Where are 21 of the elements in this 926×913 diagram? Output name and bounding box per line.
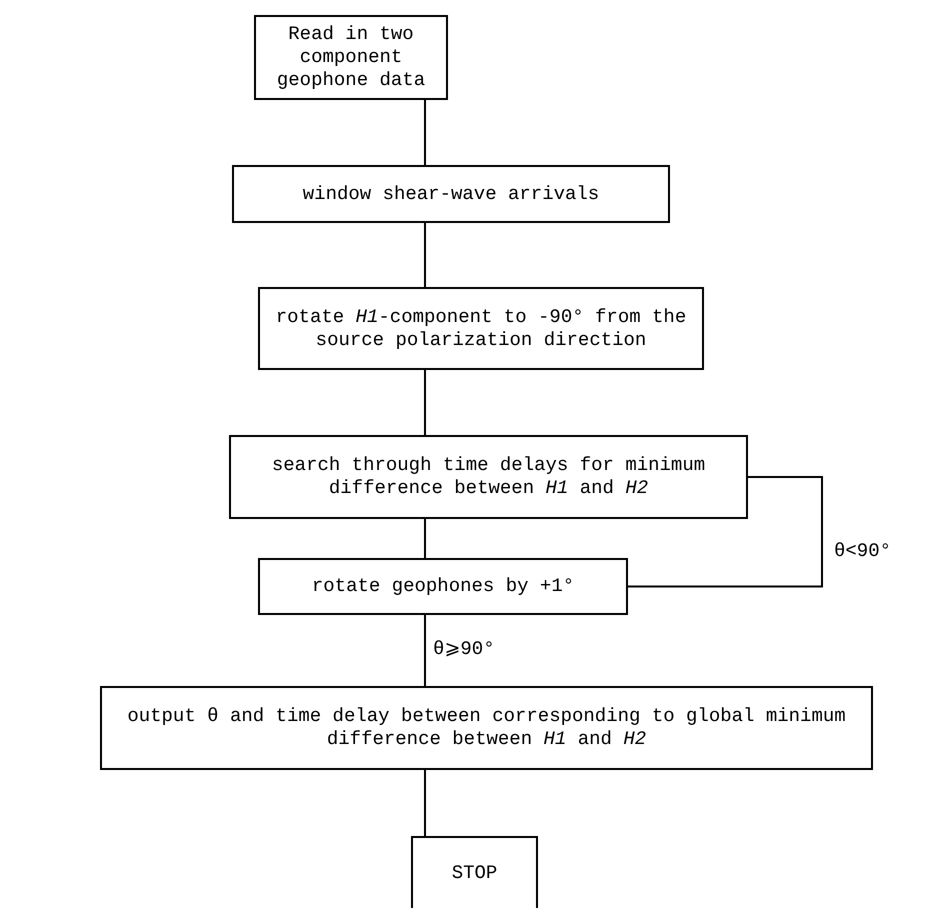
connector-line [424,100,426,165]
process-box [258,558,628,615]
process-box [100,686,873,770]
process-box [254,15,448,100]
process-box [258,287,704,370]
process-box [232,165,670,223]
step-text: search through time delays for minimum difference between H1 and H2 [270,454,706,500]
connector-line [424,770,426,836]
step-text: rotate H1-component to -90° from the source polarization direction [274,306,688,352]
step-text: Read in two component geophone data [276,23,426,92]
process-box [229,435,748,519]
connector-line [424,223,426,287]
connector-line [424,615,426,686]
connector-line [424,370,426,435]
connector-line [628,476,823,588]
connector-line [424,519,426,558]
process-box [411,836,538,908]
step-text: window shear-wave arrivals [302,182,600,206]
step-text: output θ and time delay between corresponding to global minimum difference between H1 and H2 [126,705,847,751]
step-text: rotate geophones by +1° [312,575,574,598]
step-text: STOP [452,862,498,884]
